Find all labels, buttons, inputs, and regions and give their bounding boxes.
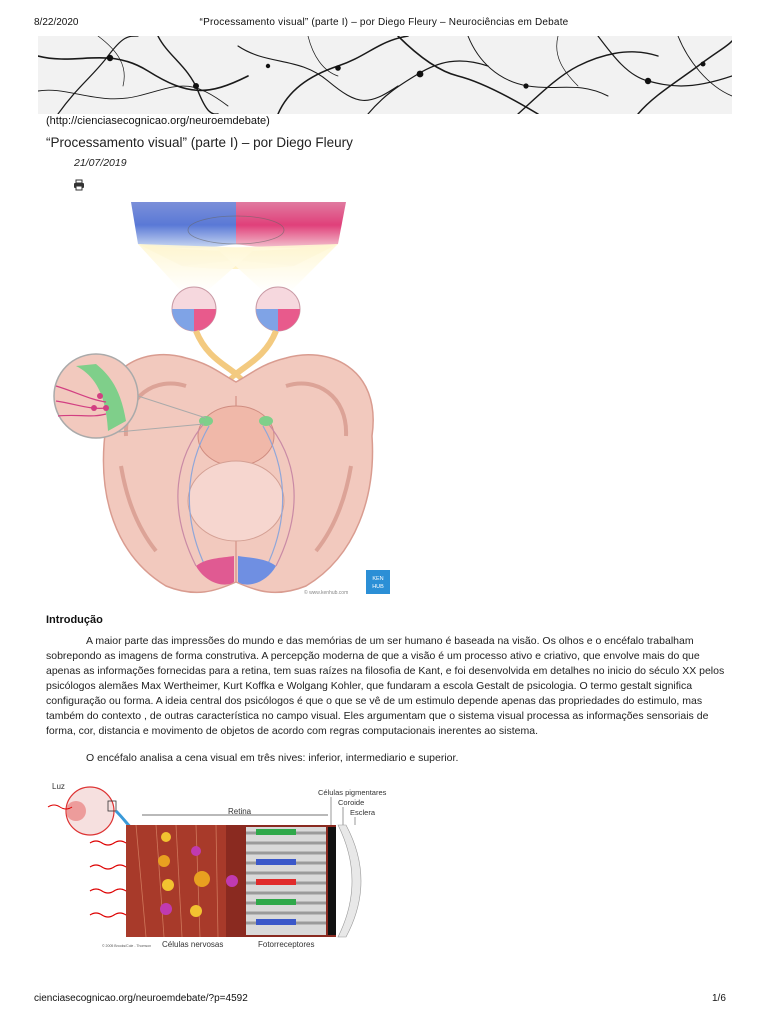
print-page-title: “Processamento visual” (parte I) – por D… — [199, 17, 569, 28]
retina-diagram: Luz Retina Células pigmentares Coroide E… — [46, 781, 396, 953]
kenhub-badge-line2: HUB — [372, 584, 384, 590]
label-esclera: Esclera — [350, 808, 376, 817]
intro-paragraph-2: O encéfalo analisa a cena visual em três… — [86, 752, 459, 764]
print-page-number: 1/6 — [712, 993, 726, 1004]
site-banner-neurons[interactable] — [38, 36, 732, 114]
neuron-banner-graphic — [38, 36, 732, 114]
print-footer-url: cienciasecognicao.org/neuroemdebate/?p=4… — [34, 993, 248, 1004]
kenhub-logo: KEN HUB — [366, 570, 390, 594]
label-coroide: Coroide — [338, 798, 364, 807]
print-date: 8/22/2020 — [34, 17, 79, 28]
figure2-copyright: © 2005 Brooks/Cole - Thomson — [102, 944, 151, 948]
label-retina: Retina — [228, 807, 252, 816]
label-celulas-pigmentares: Células pigmentares — [318, 788, 387, 797]
kenhub-badge-line1: KEN — [372, 576, 383, 582]
post-date: 21/07/2019 — [74, 157, 127, 169]
intro-paragraph-1: A maior parte das impressões do mundo e … — [46, 634, 726, 739]
intro-paragraph-1-text: A maior parte das impressões do mundo e … — [46, 635, 725, 737]
label-fotorreceptores: Fotorreceptores — [258, 940, 314, 949]
label-celulas-nervosas: Células nervosas — [162, 940, 223, 949]
label-luz: Luz — [52, 782, 65, 791]
kenhub-credit: © www.kenhub.com — [304, 589, 348, 596]
section-heading-introducao: Introdução — [46, 614, 103, 626]
visual-pathway-illustration: KEN HUB © www.kenhub.com — [46, 196, 392, 598]
post-title: “Processamento visual” (parte I) – por D… — [46, 135, 353, 150]
print-icon[interactable] — [73, 178, 85, 191]
site-link[interactable]: (http://cienciasecognicao.org/neuroemdeb… — [46, 115, 270, 127]
